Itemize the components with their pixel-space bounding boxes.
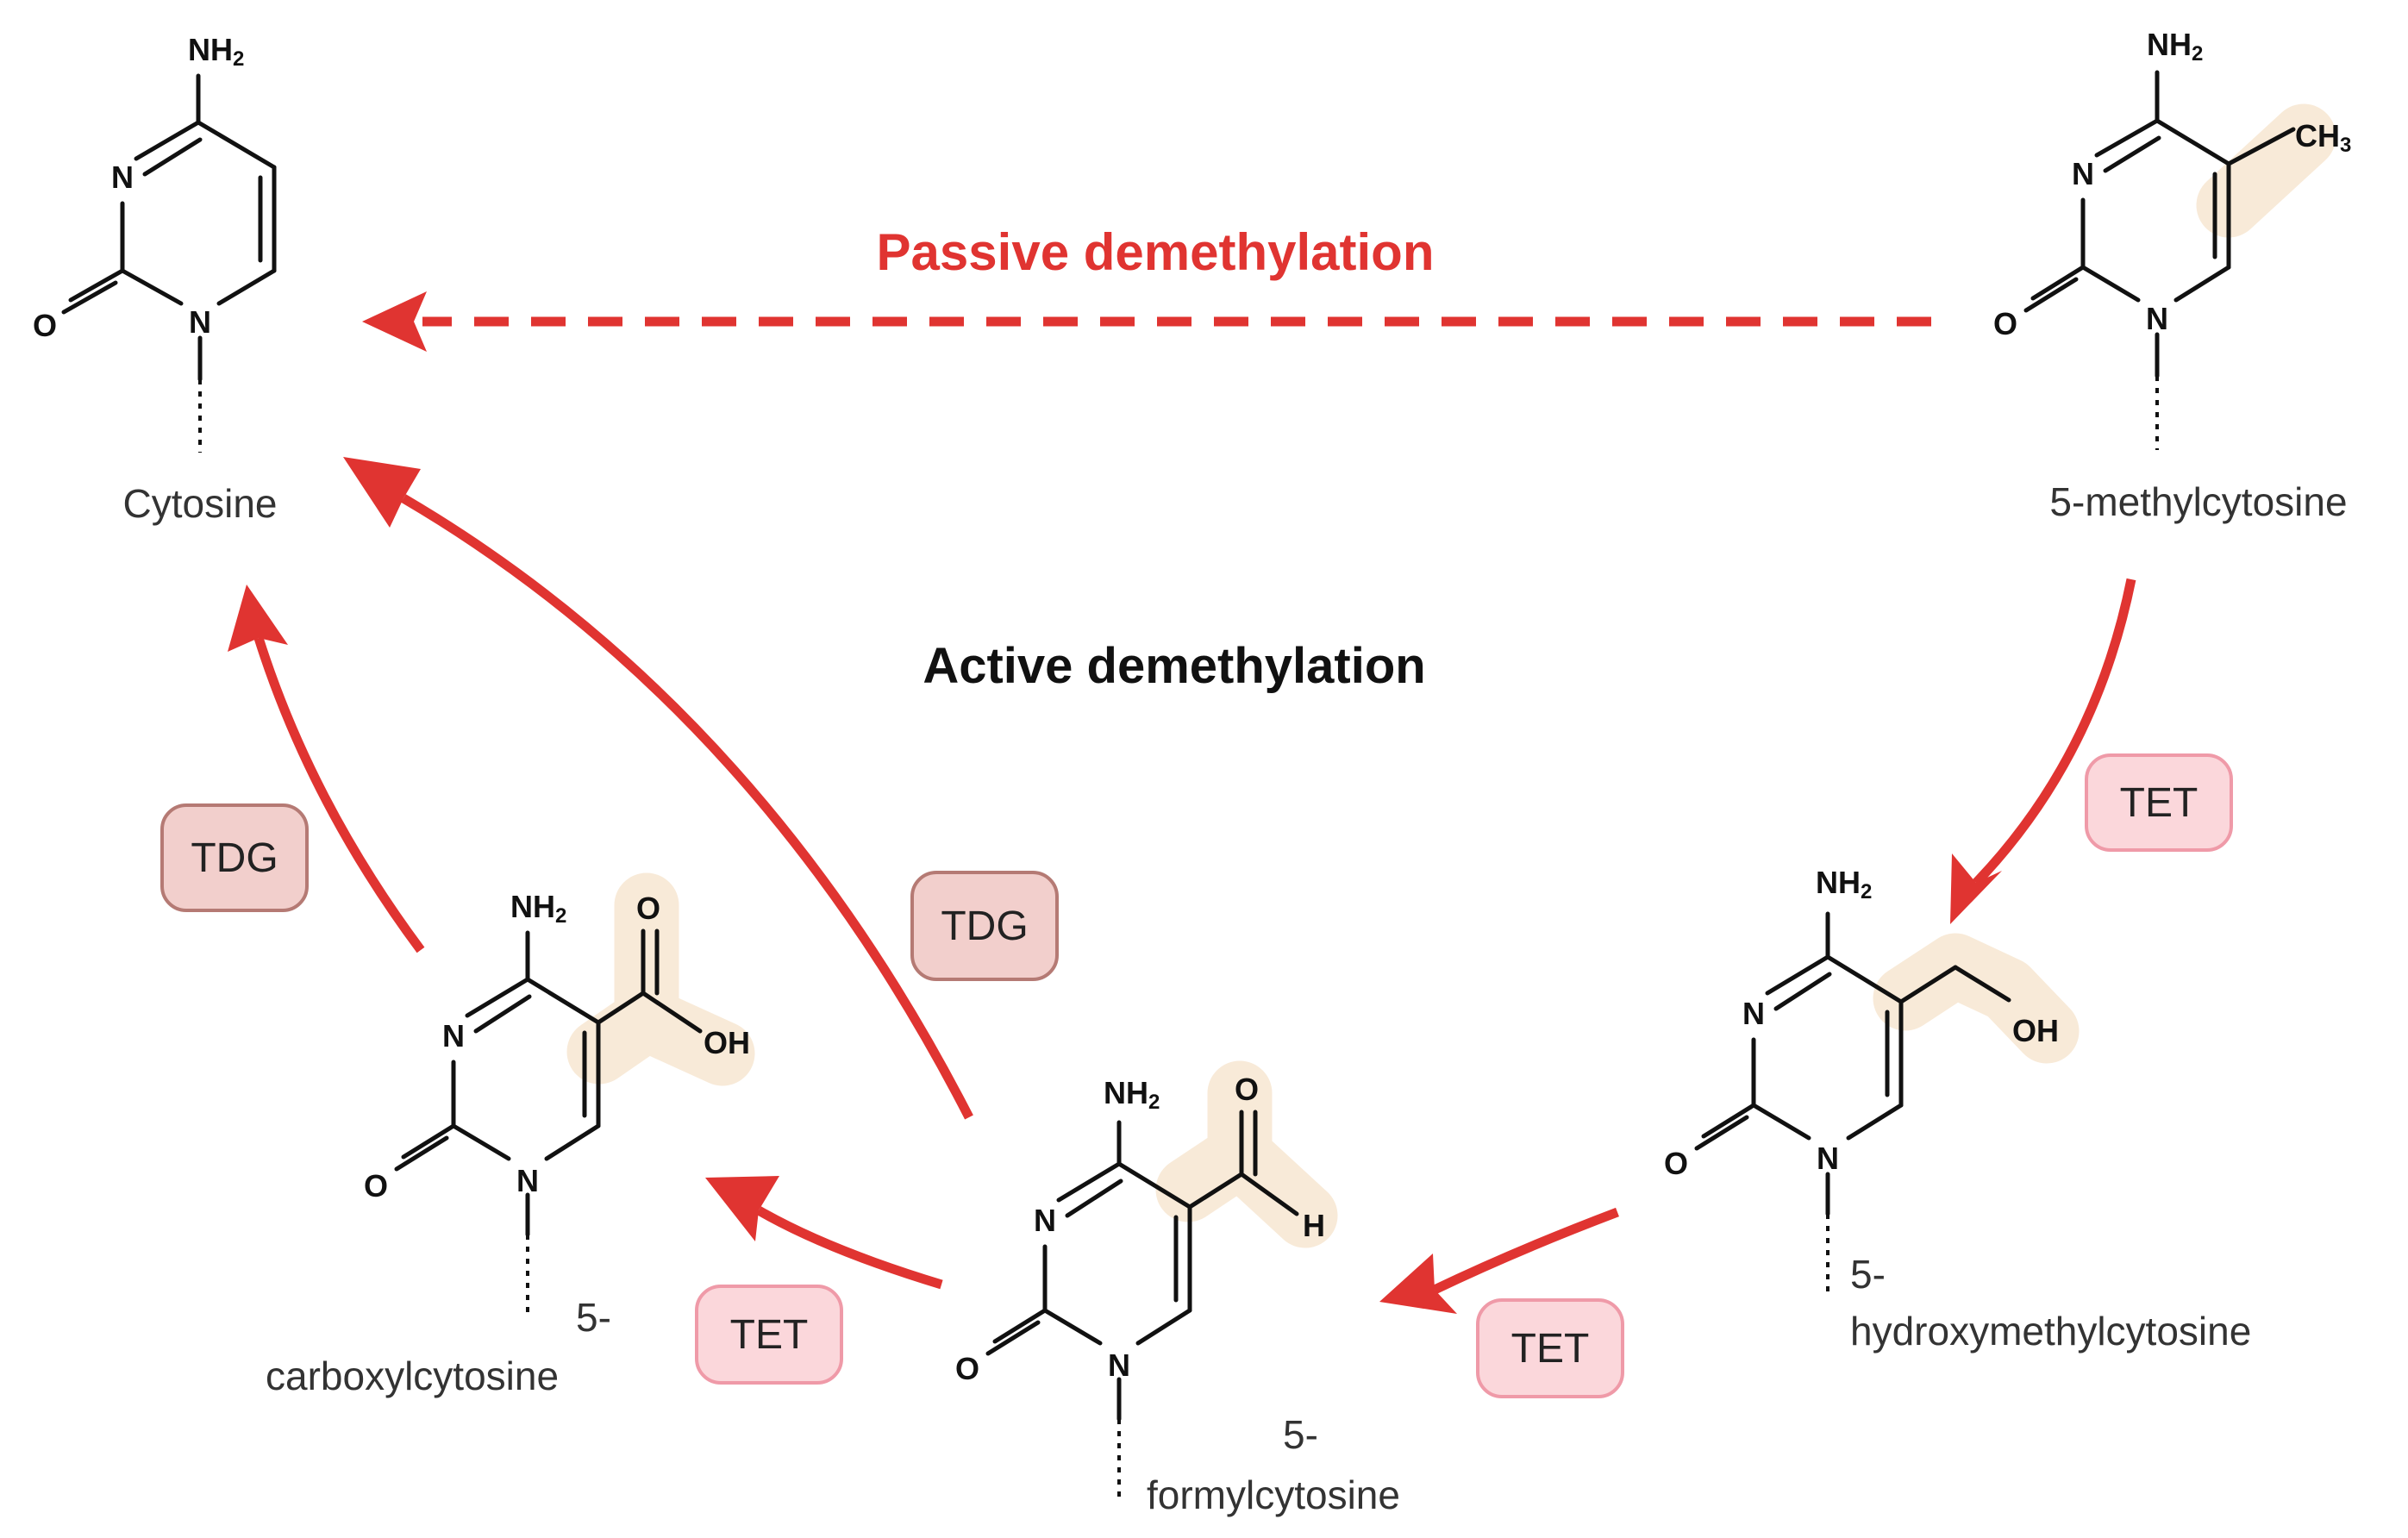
carboxylcytosine-n3-label: N	[442, 1018, 465, 1053]
hydroxymethylcytosine-n1-label: N	[1817, 1141, 1839, 1176]
tet-badge-3-label: TET	[730, 1312, 809, 1358]
carboxylcytosine-structure	[394, 928, 703, 1317]
cytosine-oxygen-label: O	[33, 308, 57, 343]
active-demethylation-title: Active demethylation	[923, 638, 1425, 694]
formylcytosine-oxygen-label: O	[955, 1351, 979, 1386]
hydroxymethylcytosine-molecule: NH2 OH N N O 5- hydroxymethylcytosine	[1664, 865, 2251, 1354]
methylcytosine-n1-label: N	[2146, 301, 2168, 336]
formylcytosine-n1-label: N	[1108, 1347, 1130, 1383]
methyl-group-highlight	[2196, 103, 2336, 238]
passive-demethylation-title: Passive demethylation	[877, 223, 1435, 281]
carboxyl-group-highlight	[566, 872, 755, 1086]
formylcytosine-hydrogen-label: H	[1303, 1208, 1325, 1243]
carboxylcytosine-oxygen-label: O	[364, 1168, 388, 1204]
cytosine-name: Cytosine	[123, 481, 278, 526]
passive-demethylation-arrow	[362, 291, 1931, 352]
hydroxymethylcytosine-structure	[1694, 911, 2011, 1293]
hydroxymethylcytosine-hydroxyl-label: OH	[2012, 1013, 2059, 1048]
cytosine-n3-label: N	[111, 159, 134, 195]
formylcytosine-structure	[985, 1110, 1299, 1500]
hydroxymethylcytosine-oxygen-label: O	[1664, 1146, 1688, 1181]
tet-arrow-hydroxymethyl-to-formyl	[1379, 1207, 1619, 1314]
tdg-badge-2: TDG	[910, 871, 1059, 981]
methylcytosine-methyl-label: CH3	[2295, 118, 2351, 157]
cytosine-structure	[61, 73, 277, 453]
tdg-arrow-formyl-to-cytosine	[343, 457, 973, 1120]
tdg-badge-1: TDG	[160, 803, 309, 912]
methylcytosine-molecule: NH2 CH3 N N O 5-methylcytosine	[1993, 27, 2351, 524]
formylcytosine-name-prefix: 5-	[1283, 1412, 1318, 1457]
hydroxymethylcytosine-name: hydroxymethylcytosine	[1850, 1309, 2251, 1354]
carboxylcytosine-carbonyl-oxygen-label: O	[636, 891, 660, 926]
tet-badge-1-label: TET	[2120, 780, 2198, 826]
tdg-badge-2-label: TDG	[941, 903, 1028, 949]
tet-badge-1: TET	[2085, 753, 2233, 852]
carboxylcytosine-name-prefix: 5-	[576, 1295, 611, 1340]
hydroxymethylcytosine-amine-label: NH2	[1816, 865, 1872, 903]
tdg-arrow-carboxyl-to-cytosine	[228, 585, 425, 953]
cytosine-amine-label: NH2	[188, 32, 244, 71]
formylcytosine-n3-label: N	[1034, 1203, 1056, 1238]
tdg-badge-1-label: TDG	[191, 835, 278, 881]
tet-badge-2: TET	[1476, 1298, 1624, 1398]
carboxylcytosine-hydroxyl-label: OH	[704, 1025, 750, 1060]
carboxylcytosine-molecule: NH2 O OH N N O 5- carboxylcytosine	[266, 872, 755, 1398]
methylcytosine-structure	[2023, 70, 2296, 450]
formylcytosine-molecule: NH2 O H N N O 5- formylcytosine	[955, 1060, 1400, 1517]
methylcytosine-name: 5-methylcytosine	[2049, 479, 2347, 524]
carboxylcytosine-amine-label: NH2	[510, 889, 566, 928]
carboxylcytosine-n1-label: N	[516, 1163, 539, 1198]
methylcytosine-n3-label: N	[2072, 156, 2094, 191]
hydroxymethylcytosine-n3-label: N	[1742, 996, 1765, 1031]
methylcytosine-amine-label: NH2	[2147, 27, 2203, 66]
methylcytosine-oxygen-label: O	[1993, 306, 2017, 341]
tet-badge-3: TET	[695, 1285, 843, 1385]
carboxylcytosine-name: carboxylcytosine	[266, 1354, 559, 1398]
cytosine-molecule: NH2 N N O Cytosine	[33, 32, 277, 526]
tet-badge-2-label: TET	[1511, 1326, 1590, 1372]
formylcytosine-amine-label: NH2	[1104, 1075, 1160, 1114]
tet-arrow-formyl-to-carboxyl	[705, 1176, 943, 1290]
cytosine-n1-label: N	[189, 304, 211, 340]
formylcytosine-name: formylcytosine	[1147, 1472, 1400, 1517]
formylcytosine-carbonyl-oxygen-label: O	[1235, 1072, 1259, 1107]
tet-arrow-methyl-to-hydroxymethyl	[1950, 578, 2136, 924]
hydroxymethylcytosine-name-prefix: 5-	[1850, 1252, 1886, 1297]
